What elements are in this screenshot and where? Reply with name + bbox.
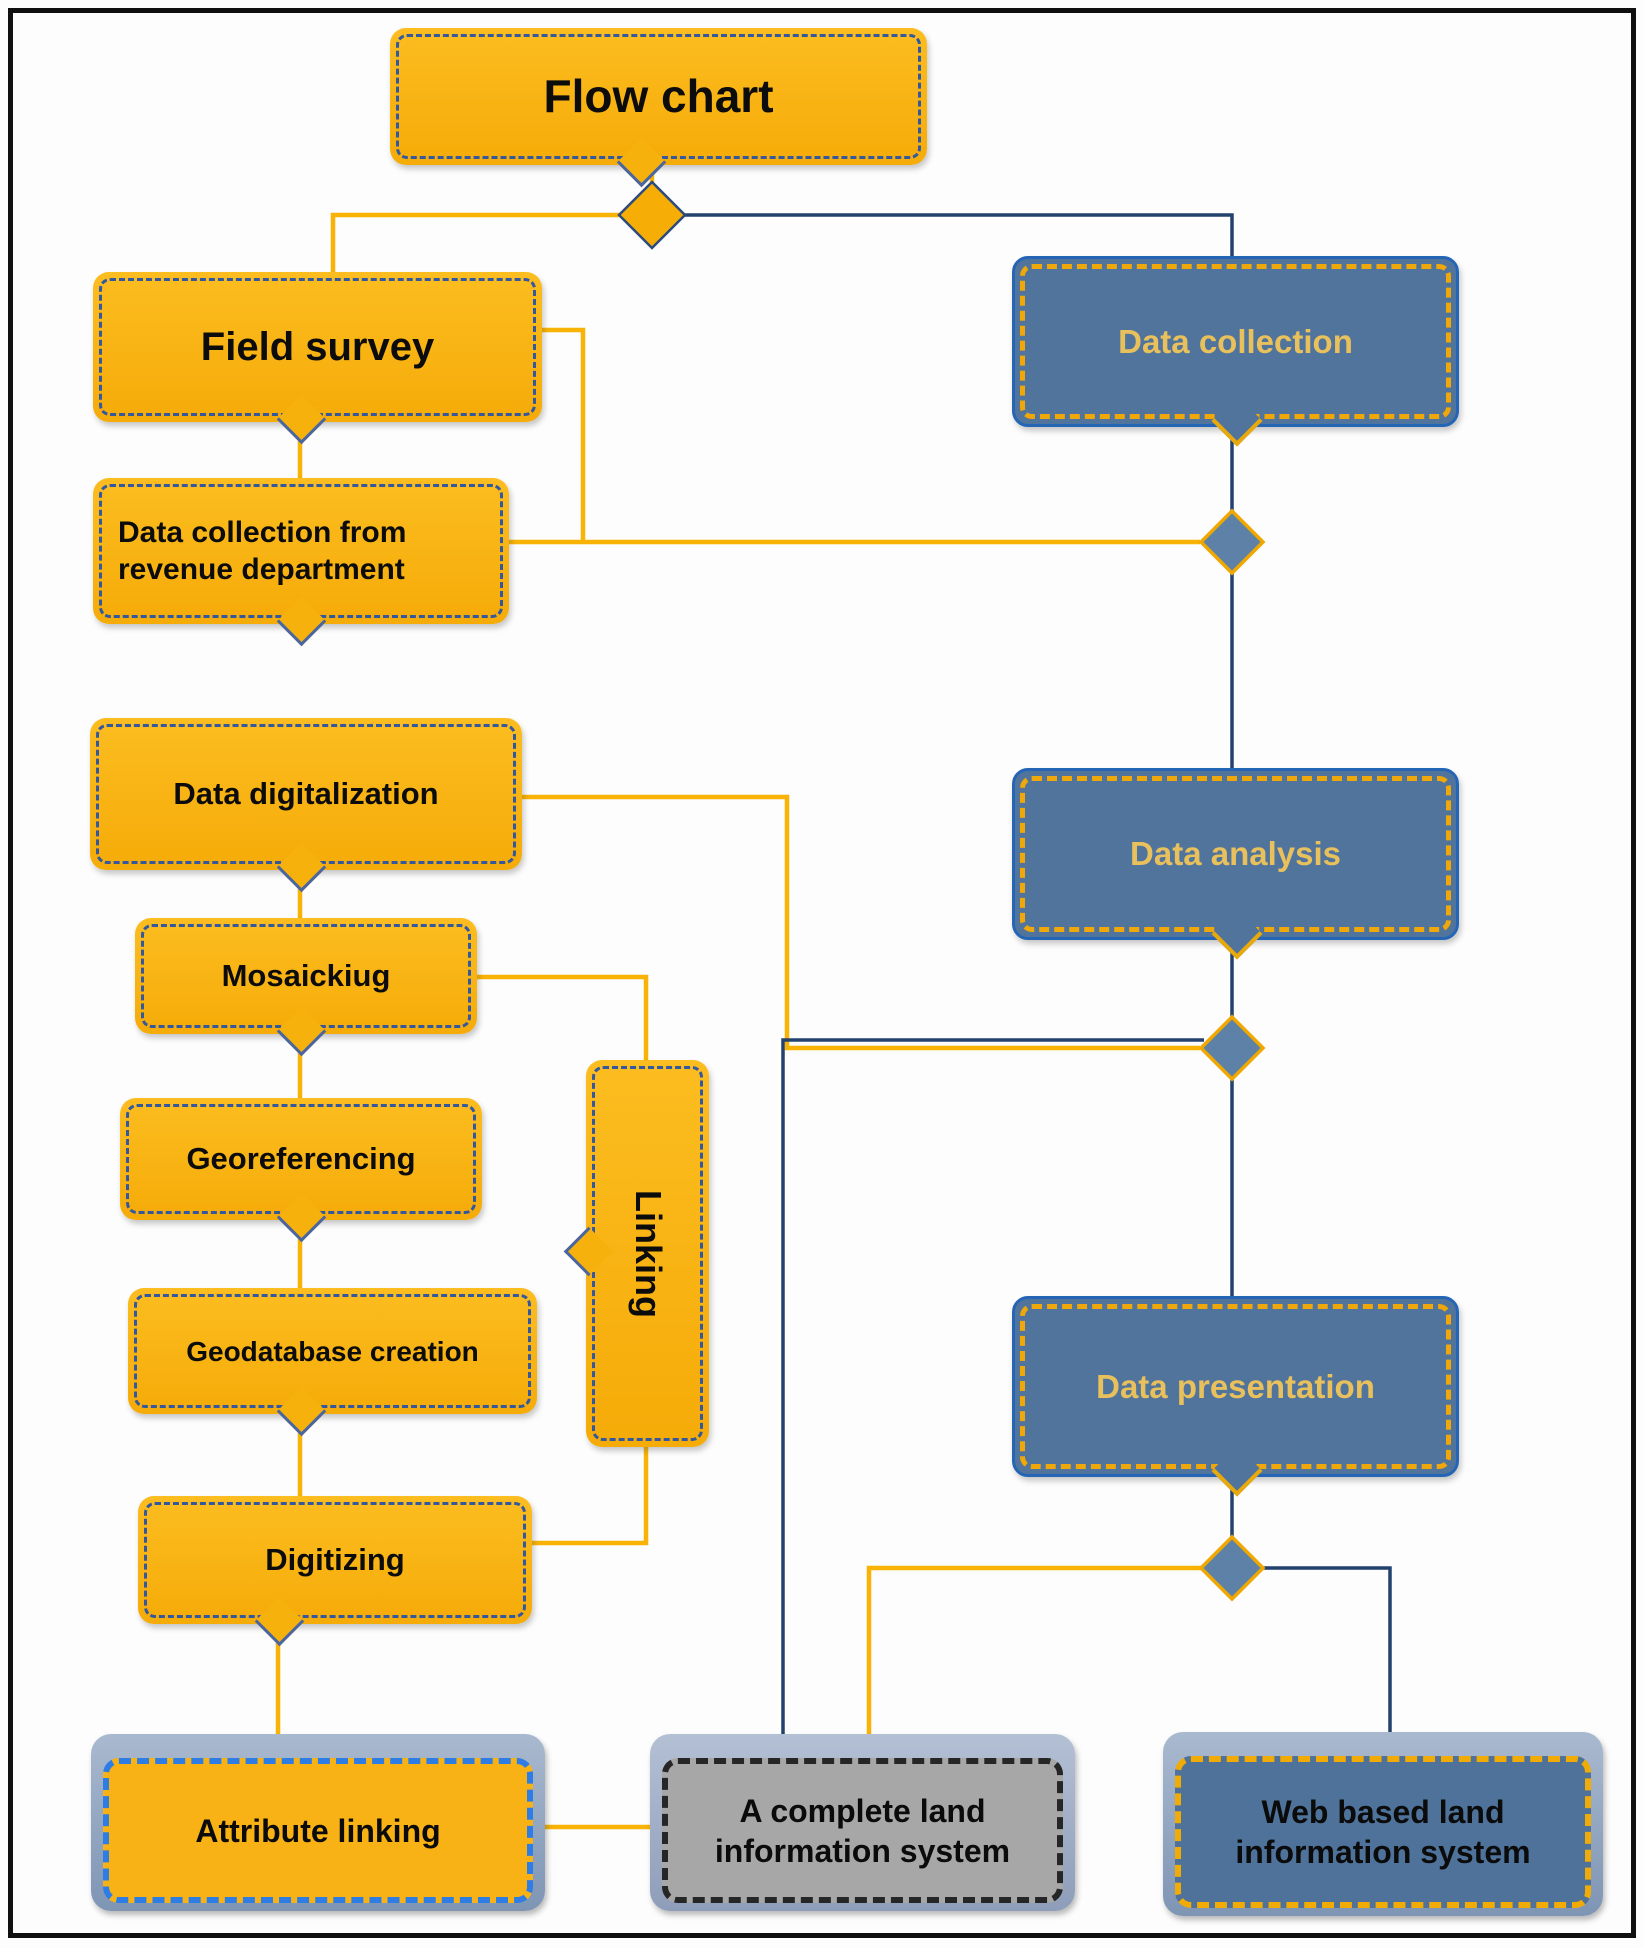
revenue-collection-label: Data collection from revenue department: [118, 515, 407, 587]
diamond-top-icon: [617, 180, 687, 250]
complete-lis-label: A complete land information system: [714, 1792, 1011, 1869]
page-border-frame: [8, 8, 1636, 1938]
flow-chart-title-label: Flow chart: [543, 69, 774, 122]
web-lis-label: Web based land information system: [1235, 1794, 1531, 1870]
data-digitalization-node: Data digitalization: [90, 718, 522, 893]
field-survey-label: Field survey: [200, 325, 435, 369]
digitizing-node: Digitizing: [138, 1496, 532, 1647]
data-collection-label: Data collection: [1118, 322, 1353, 360]
web-lis-node: Web based land information system: [1163, 1732, 1603, 1916]
digitizing-label: Digitizing: [265, 1541, 405, 1577]
diamond-analysis-icon: [1198, 1014, 1266, 1082]
mosaicking-label: Mosaickiug: [221, 957, 391, 993]
diamond-collection-icon: [1198, 508, 1266, 576]
complete-lis-node: A complete land information system: [650, 1734, 1075, 1911]
data-presentation-node: Data presentation: [1012, 1296, 1459, 1497]
georeferencing-node: Georeferencing: [120, 1098, 482, 1243]
field-survey-node: Field survey: [93, 272, 542, 445]
edge-diamond-to-data-collection: [680, 213, 1234, 256]
data-analysis-label: Data analysis: [1130, 835, 1341, 873]
edge-diamond-to-field-survey: [330, 212, 624, 272]
attribute-linking-label: Attribute linking: [195, 1812, 441, 1849]
navy-connectors: [680, 213, 1392, 1734]
geodatabase-creation-label: Geodatabase creation: [186, 1335, 479, 1367]
linking-label: Linking: [627, 1189, 669, 1318]
data-digitalization-label: Data digitalization: [173, 775, 439, 811]
flow-chart-title-node: Flow chart: [390, 28, 927, 188]
attribute-linking-node: Attribute linking: [91, 1734, 545, 1911]
mosaicking-node: Mosaickiug: [135, 918, 477, 1057]
revenue-collection-node: Data collection from revenue department: [93, 478, 509, 647]
geodatabase-creation-node: Geodatabase creation: [128, 1288, 537, 1437]
diamond-presentation-icon: [1198, 1534, 1266, 1602]
data-collection-node: Data collection: [1012, 256, 1459, 447]
edge-presentation-diamond-to-web-lis: [1260, 1566, 1392, 1732]
georeferencing-label: Georeferencing: [186, 1140, 416, 1176]
data-analysis-node: Data analysis: [1012, 768, 1459, 960]
edge-presentation-diamond-to-complete-lis: [866, 1565, 1204, 1734]
edge-digitalization-to-analysis-diamond: [510, 794, 1200, 1051]
linking-node: Linking: [563, 1060, 709, 1447]
edge-field-survey-to-collection-diamond: [530, 327, 586, 542]
data-presentation-label: Data presentation: [1096, 1367, 1375, 1405]
edge-analysis-diamond-to-complete-lis: [781, 1038, 1204, 1734]
